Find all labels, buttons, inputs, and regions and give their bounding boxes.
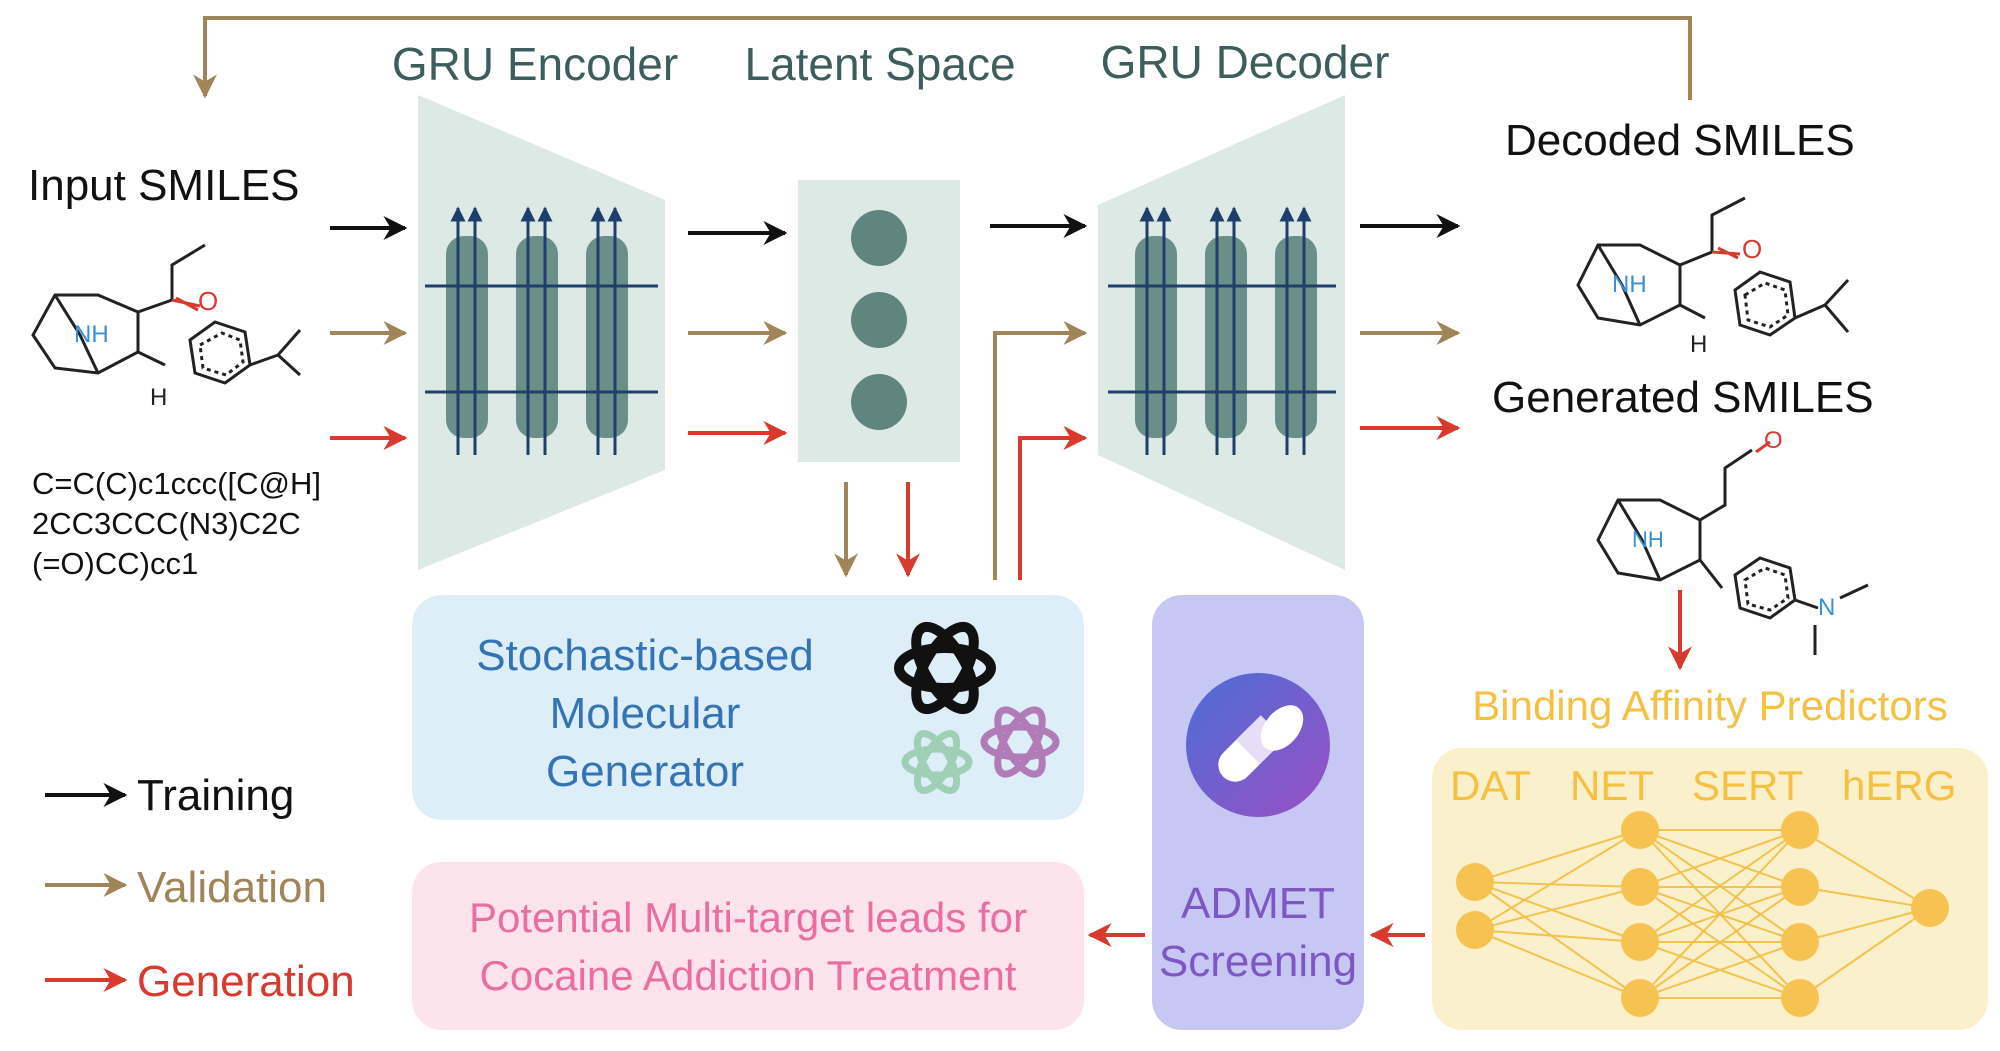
input-nh-label: NH	[74, 321, 109, 348]
input-molecule	[31, 243, 302, 385]
nn-node	[1621, 811, 1659, 849]
nn-node	[1781, 923, 1819, 961]
nn-edge	[1799, 907, 1931, 943]
leads-box	[412, 862, 1084, 1030]
leads-label-line-1: Potential Multi-target leads for	[469, 894, 1027, 941]
gru-decoder	[1098, 95, 1345, 570]
nn-edge	[1639, 941, 1801, 999]
nn-edge	[1474, 929, 1641, 999]
nn-edge	[1799, 829, 1931, 909]
nn-node	[1781, 868, 1819, 906]
legend: Training Validation Generation	[45, 771, 355, 1006]
pill-capsule-icon	[1186, 673, 1330, 817]
generator-label-line-2: Molecular	[550, 689, 741, 738]
gru-encoder-header: GRU Encoder	[392, 38, 678, 90]
nn-edge	[1474, 829, 1641, 931]
decoded-h-label: H	[1690, 331, 1707, 358]
legend-validation-label: Validation	[137, 863, 327, 912]
generated-molecule	[1596, 440, 1869, 655]
smiles-line-3: (=O)CC)cc1	[32, 546, 198, 581]
openai-logo-icon	[894, 621, 996, 715]
nn-node	[1781, 979, 1819, 1017]
nn-edge	[1474, 929, 1641, 943]
nn-edge	[1799, 907, 1931, 999]
nn-edge	[1639, 829, 1801, 943]
feedback-loop-arrow	[193, 16, 1692, 100]
generated-n-label: N	[1818, 594, 1835, 621]
nn-edge	[1639, 886, 1801, 999]
admet-label-line-1: ADMET	[1181, 879, 1335, 928]
leads-label-line-2: Cocaine Addiction Treatment	[480, 952, 1017, 999]
generator-box	[412, 595, 1084, 820]
nn-edge	[1474, 829, 1641, 883]
nn-node	[1621, 868, 1659, 906]
input-smiles-title: Input SMILES	[28, 161, 299, 210]
latent-space-header: Latent Space	[744, 38, 1015, 90]
smiles-line-1: C=C(C)c1ccc([C@H]	[32, 466, 321, 501]
target-dat: DAT	[1450, 762, 1531, 809]
nn-edge	[1639, 829, 1801, 888]
generator-label-line-3: Generator	[546, 747, 744, 796]
target-net: NET	[1570, 762, 1654, 809]
decoded-o-label: O	[1742, 234, 1762, 264]
nn-edge	[1474, 886, 1641, 931]
admet-label-line-2: Screening	[1159, 937, 1357, 986]
openai-logo-purple-icon	[980, 706, 1060, 778]
openai-logo-green-icon	[901, 730, 973, 794]
latent-space-box	[798, 180, 960, 462]
decoded-molecule	[1576, 196, 1850, 337]
generated-nh-label: NH	[1632, 527, 1664, 552]
generator-validation-return-arrow	[993, 321, 1088, 580]
smiles-line-2: 2CC3CCC(N3)C2C	[32, 506, 301, 541]
nn-edge	[1474, 881, 1641, 888]
generator-generation-return-arrow	[1018, 426, 1088, 580]
generated-o-label: O	[1764, 427, 1783, 454]
nn-node	[1911, 889, 1949, 927]
decoded-nh-label: NH	[1612, 271, 1647, 298]
gru-encoder	[418, 95, 665, 570]
neural-network-graphic	[1456, 811, 1949, 1017]
nn-node	[1781, 811, 1819, 849]
legend-training-label: Training	[137, 771, 294, 820]
input-h-label: H	[150, 384, 167, 411]
nn-node	[1621, 923, 1659, 961]
nn-edge	[1474, 881, 1641, 999]
target-herg: hERG	[1842, 762, 1956, 809]
predictors-title: Binding Affinity Predictors	[1472, 682, 1947, 729]
generated-smiles-title: Generated SMILES	[1492, 373, 1874, 422]
nn-edge	[1639, 829, 1801, 999]
nn-node	[1456, 911, 1494, 949]
decoded-smiles-title: Decoded SMILES	[1505, 116, 1855, 165]
target-sert: SERT	[1692, 762, 1803, 809]
nn-node	[1621, 979, 1659, 1017]
nn-node	[1456, 863, 1494, 901]
nn-edge	[1799, 886, 1931, 909]
predictors-box	[1432, 748, 1988, 1030]
input-o-label: O	[198, 286, 218, 316]
legend-generation-label: Generation	[137, 957, 355, 1006]
gru-decoder-header: GRU Decoder	[1101, 36, 1390, 88]
nn-edge	[1474, 881, 1641, 943]
generator-label-line-1: Stochastic-based	[476, 631, 814, 680]
